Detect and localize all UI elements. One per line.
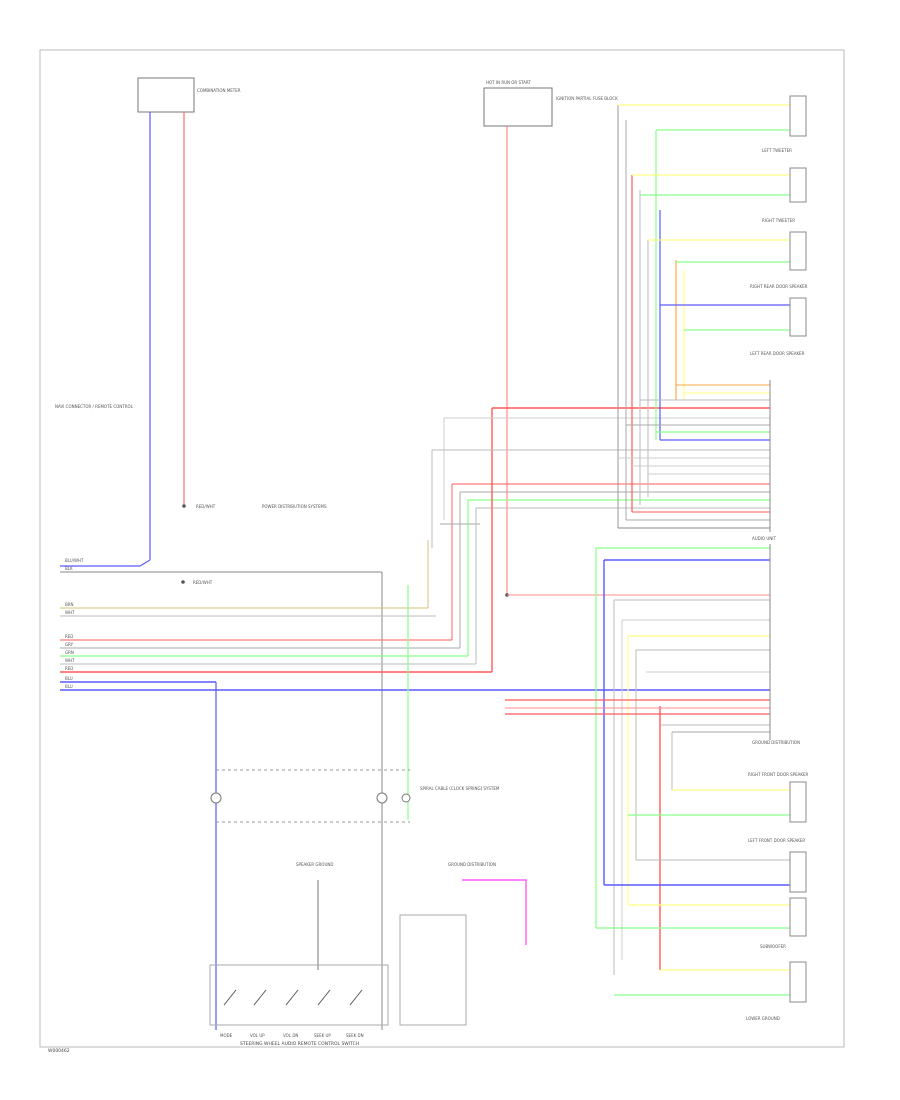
speaker-left-front xyxy=(604,851,807,893)
combination-meter-box xyxy=(137,77,195,113)
svg-text:WHT: WHT xyxy=(65,658,75,663)
tweeter-left xyxy=(618,95,807,137)
connector-circle-2 xyxy=(376,792,388,804)
fuse-block-label: HOT IN RUN OR START xyxy=(486,80,531,85)
svg-text:MODE: MODE xyxy=(220,1033,233,1038)
power-source-label: POWER DISTRIBUTION SYSTEMS xyxy=(262,504,327,509)
fuse-block-box xyxy=(483,87,553,127)
svg-text:WHT: WHT xyxy=(65,610,75,615)
switch-array xyxy=(223,989,363,1006)
svg-text:BLU: BLU xyxy=(65,676,73,681)
ground-dist-label: GROUND DISTRIBUTION xyxy=(448,862,496,867)
lower-speaker xyxy=(614,961,807,1003)
svg-text:BRN: BRN xyxy=(65,602,74,607)
speaker-left-rear-label: LEFT REAR DOOR SPEAKER xyxy=(750,351,805,356)
combination-meter-label: COMBINATION METER xyxy=(197,88,241,93)
svg-text:SEEK DN: SEEK DN xyxy=(346,1033,364,1038)
bottom-caption: STEERING WHEEL AUDIO REMOTE CONTROL SWIT… xyxy=(240,1041,359,1047)
svg-text:BLK: BLK xyxy=(65,566,73,571)
connector-circle-1 xyxy=(210,792,222,804)
tweeter-right xyxy=(632,167,807,203)
speaker-left-rear xyxy=(660,297,807,337)
speaker-left-front-label: LEFT FRONT DOOR SPEAKER xyxy=(748,838,805,843)
wire-pnk xyxy=(462,879,527,945)
upper-connector-rows xyxy=(618,384,770,529)
steering-text: SPIRAL CABLE (CLOCK SPRING) SYSTEM xyxy=(420,786,500,791)
switch-block-right xyxy=(399,914,467,1026)
switch-labels: MODE VOL UP VOL DN SEEK UP SEEK DN xyxy=(220,1033,364,1038)
svg-text:BLU/WHT: BLU/WHT xyxy=(65,558,84,563)
speaker-right-rear xyxy=(648,231,807,271)
wire-blu-horizontal xyxy=(60,559,151,567)
switch-block xyxy=(209,964,389,1026)
connector-left-label: NAVI CONNECTOR / REMOTE CONTROL xyxy=(55,404,134,409)
wire-label-red-wht-top: RED/WHT xyxy=(196,504,216,509)
svg-text:BLU: BLU xyxy=(65,684,73,689)
tweeter-right-label: RIGHT TWEETER xyxy=(762,218,795,223)
ground-unit-label: GROUND DISTRIBUTION xyxy=(752,740,800,745)
lower-connector-rows xyxy=(505,599,770,733)
svg-text:GRY: GRY xyxy=(65,642,74,647)
speaker-right-rear-label: RIGHT REAR DOOR SPEAKER xyxy=(750,284,808,289)
tweeter-left-label: LEFT TWEETER xyxy=(762,148,792,153)
diagram-id: W000462 xyxy=(48,1048,70,1054)
subwoofer-label: SUBWOOFER xyxy=(760,944,786,949)
fuse-desc-label: IGNITION PARTIAL FUSE BLOCK xyxy=(556,96,618,101)
connector-circle-3 xyxy=(401,793,411,803)
lower-ground-label: LOWER GROUND xyxy=(746,1016,780,1021)
svg-text:SEEK UP: SEEK UP xyxy=(314,1033,331,1038)
wire-label-red-wht-mid: RED/WHT xyxy=(193,580,213,585)
audio-unit-label: AUDIO UNIT xyxy=(752,536,776,541)
splice-point xyxy=(182,504,186,508)
speaker-right-front-label: RIGHT FRONT DOOR SPEAKER xyxy=(748,772,809,777)
speaker-right-front xyxy=(628,781,807,823)
splice-point-mid xyxy=(181,580,185,584)
svg-text:GRN: GRN xyxy=(65,650,74,655)
svg-text:RED: RED xyxy=(65,634,73,639)
subwoofer xyxy=(596,897,807,937)
diagram-frame xyxy=(39,49,845,1048)
svg-text:VOL DN: VOL DN xyxy=(283,1033,298,1038)
ground-ref-label: SPEAKER GROUND xyxy=(296,862,333,867)
left-pin-labels: BLU/WHT BLK BRN WHT RED GRY GRN WHT RED … xyxy=(65,558,84,689)
svg-text:RED: RED xyxy=(65,666,73,671)
svg-text:VOL UP: VOL UP xyxy=(250,1033,265,1038)
